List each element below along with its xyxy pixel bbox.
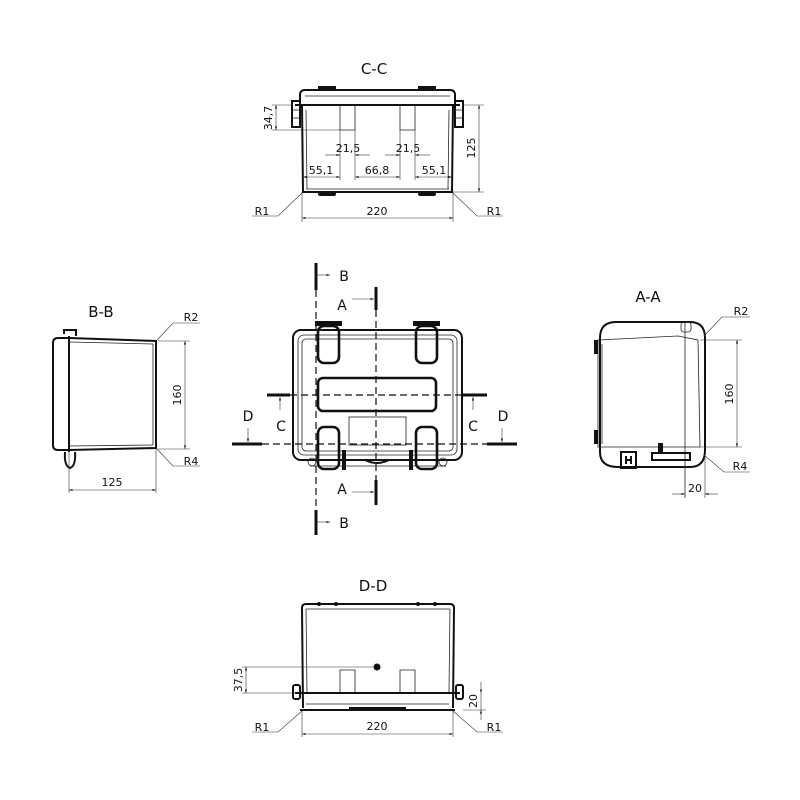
post-left: [339, 669, 356, 693]
center-of-gravity-point: [373, 663, 381, 671]
latch-right: [454, 100, 464, 128]
view-title-c-c: C-C: [361, 60, 387, 78]
radius-right: R1: [487, 205, 502, 218]
label-area: [348, 416, 407, 446]
dim-width: 220: [367, 205, 388, 218]
dim-post-height: 37,5: [232, 668, 245, 693]
lid-outline: [299, 89, 456, 104]
box-body: [68, 337, 157, 451]
section-view-a-a: A-A 160 20 R2 R4: [594, 288, 750, 498]
box-body: [300, 603, 456, 709]
post-right: [399, 669, 416, 693]
radius-top: R2: [734, 305, 749, 318]
latch-top: [63, 329, 77, 336]
post-left: [339, 105, 356, 131]
latch-top-left: [316, 324, 341, 365]
post-right: [399, 105, 416, 131]
dim-post-width-right: 21,5: [396, 142, 421, 155]
latch-bottom-right: [414, 425, 439, 471]
dim-width: 220: [367, 720, 388, 733]
box-body: [301, 104, 454, 193]
dim-lid-height: 34,7: [262, 106, 275, 131]
lid-hinge: [318, 86, 336, 90]
dim-base-height: 20: [467, 694, 480, 708]
section-marker-b-top: B: [339, 269, 349, 285]
dim-offset-right: 55,1: [422, 164, 447, 177]
dim-height: 125: [465, 138, 478, 159]
view-title-a-a: A-A: [635, 288, 661, 306]
dim-post-width-left: 21,5: [336, 142, 361, 155]
section-marker-a-bottom: A: [337, 482, 347, 498]
latch-bar: [651, 452, 691, 461]
radius-left: R1: [255, 205, 270, 218]
radius-right: R1: [487, 721, 502, 734]
latch-left: [291, 100, 301, 128]
section-marker-d-left: D: [243, 409, 254, 425]
radius-left: R1: [255, 721, 270, 734]
dim-depth: 125: [102, 476, 123, 489]
top-view: B B A A C C D D: [232, 263, 517, 535]
section-marker-d-right: D: [498, 409, 509, 425]
view-title-d-d: D-D: [359, 577, 388, 595]
latch-bottom: [63, 451, 77, 470]
lid-hinge: [418, 86, 436, 90]
view-title-b-b: B-B: [88, 303, 113, 321]
box-outline: [599, 321, 706, 468]
latch-top-right: [414, 324, 439, 365]
latch-bottom-left: [316, 425, 341, 471]
dim-height: 160: [171, 385, 184, 406]
latch-left: [292, 684, 301, 700]
latch-right: [455, 684, 464, 700]
section-view-c-c: C-C 34,7 125 21,5 21,5 55: [252, 60, 503, 222]
section-view-d-d: D-D 37,5 20 220 R1 R1: [232, 577, 503, 737]
dim-offset: 20: [688, 482, 702, 495]
radius-top: R2: [184, 311, 199, 324]
section-marker-c-right: C: [468, 419, 478, 435]
dim-offset-left: 55,1: [309, 164, 334, 177]
section-marker-a-top: A: [337, 298, 347, 314]
section-marker-b-bottom: B: [339, 516, 349, 532]
latch-handle: [620, 451, 637, 469]
section-marker-c-left: C: [276, 419, 286, 435]
radius-bottom: R4: [733, 460, 748, 473]
lid-shell: [52, 337, 68, 451]
dim-height: 160: [723, 384, 736, 405]
section-view-b-b: B-B 160 125 R2 R4: [52, 303, 200, 493]
dim-post-gap: 66,8: [365, 164, 390, 177]
radius-bottom: R4: [184, 455, 199, 468]
box-interior: [597, 335, 701, 448]
